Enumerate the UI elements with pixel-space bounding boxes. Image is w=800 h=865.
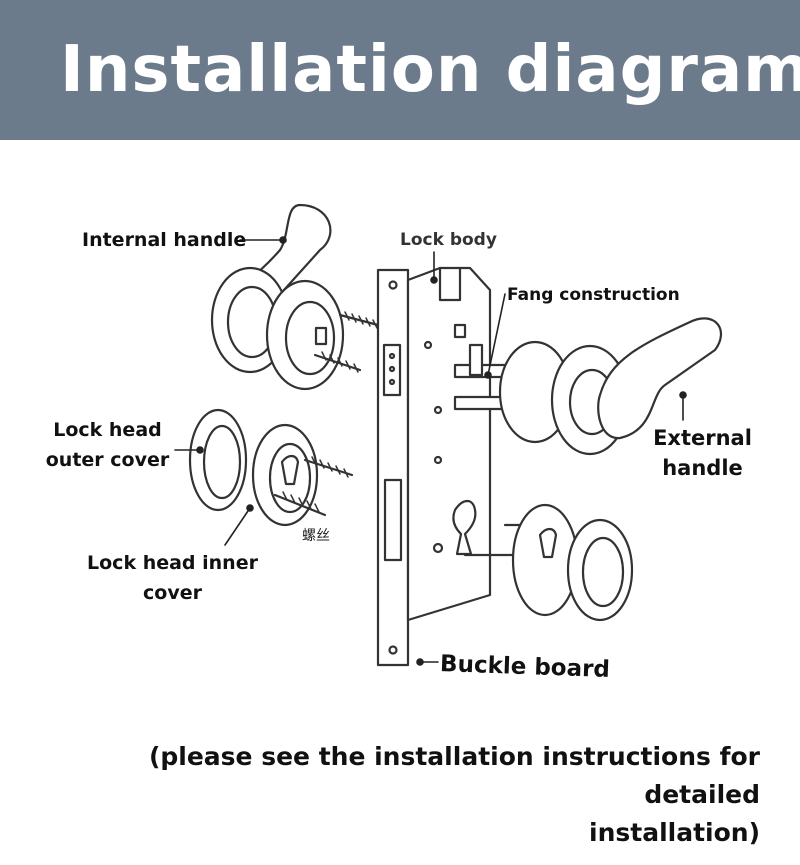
lock-head-outer-cover-line2: outer cover [45,449,170,471]
leader-lines [174,236,687,666]
external-handle-part [597,317,722,440]
lock-body-label: Lock body [400,230,497,250]
lower-screws [273,456,354,517]
page-title: Installation diagram [60,33,800,107]
lock-head-inner-cover-line2: cover [143,582,202,604]
header-banner: Installation diagram [0,0,800,140]
lock-head-outer-cover-part [188,408,248,512]
fang-construction-label: Fang construction [507,285,680,305]
upper-screws [313,311,380,373]
footer-line1: (please see the installation instruction… [148,742,760,809]
footer-line2: installation) [589,818,760,847]
external-handle-line1: External [653,426,752,450]
internal-handle-label: Internal handle [82,229,247,251]
external-handle-line2: handle [662,456,743,480]
lock-head-inner-cover-part [251,423,319,527]
lock-head-outer-cover-line1: Lock head [53,419,162,441]
internal-rose-part [265,279,345,391]
lock-exploded-diagram [174,203,722,667]
external-handle-label: External handle [645,423,760,483]
lock-body-part [406,266,492,622]
screw-mark-label: 螺丝 [302,528,330,544]
lock-head-outer-cover-label: Lock head outer cover [40,415,175,475]
footer-note: (please see the installation instruction… [40,738,760,852]
right-cylinder-covers [511,503,634,622]
buckle-board-label: Buckle board [439,651,611,683]
lock-head-inner-cover-label: Lock head inner cover [80,548,265,608]
buckle-board-part [376,268,410,667]
lock-head-inner-cover-line1: Lock head inner [87,552,258,574]
